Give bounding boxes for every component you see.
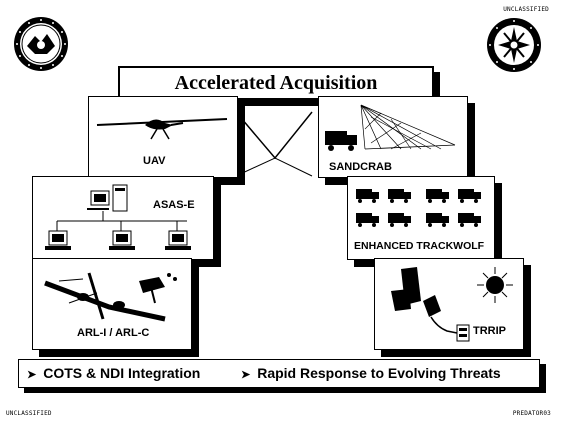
trackwolf-label: ENHANCED TRACKWOLF — [354, 240, 485, 252]
panel-sandcrab: SANDCRAB — [318, 96, 468, 178]
left-seal-icon — [14, 17, 68, 71]
sandcrab-antenna-icon — [325, 104, 456, 151]
trrip-equipment-icon — [391, 267, 513, 342]
panel-arl: ARL-I / ARL-C — [32, 258, 192, 350]
panel-trackwolf: ENHANCED TRACKWOLF — [347, 176, 495, 260]
bullet-rapid: ➤ Rapid Response to Evolving Threats — [241, 365, 501, 381]
arl-aircraft-icon — [44, 272, 177, 322]
uav-label: UAV — [143, 155, 166, 167]
sandcrab-label: SANDCRAB — [329, 161, 392, 173]
right-seal-icon — [487, 18, 541, 72]
bullet-cots-text: COTS & NDI Integration — [43, 365, 201, 381]
uav-aircraft-icon — [96, 118, 228, 140]
bullet-rapid-text: Rapid Response to Evolving Threats — [257, 365, 501, 381]
arl-label: ARL-I / ARL-C — [77, 327, 150, 339]
classification-bottom: UNCLASSIFIED — [6, 410, 52, 417]
bullet-cots: ➤ COTS & NDI Integration — [27, 365, 200, 381]
trackwolf-trucks-icon — [356, 189, 481, 227]
page-title: Accelerated Acquisition — [118, 66, 434, 100]
classification-top: UNCLASSIFIED — [503, 6, 549, 13]
panel-asas: ASAS-E — [32, 176, 214, 260]
arrow-bullet-icon: ➤ — [27, 369, 37, 381]
asas-network-icon — [45, 184, 191, 250]
slide-id: PREDATOR03 — [512, 410, 551, 417]
trrip-label: TRRIP — [473, 325, 506, 337]
asas-label: ASAS-E — [153, 199, 195, 211]
arrow-bullet-icon: ➤ — [241, 369, 251, 381]
panel-uav: UAV — [88, 96, 238, 178]
bullet-bar: ➤ COTS & NDI Integration ➤ Rapid Response … — [18, 359, 540, 388]
panel-trrip: TRRIP — [374, 258, 524, 350]
